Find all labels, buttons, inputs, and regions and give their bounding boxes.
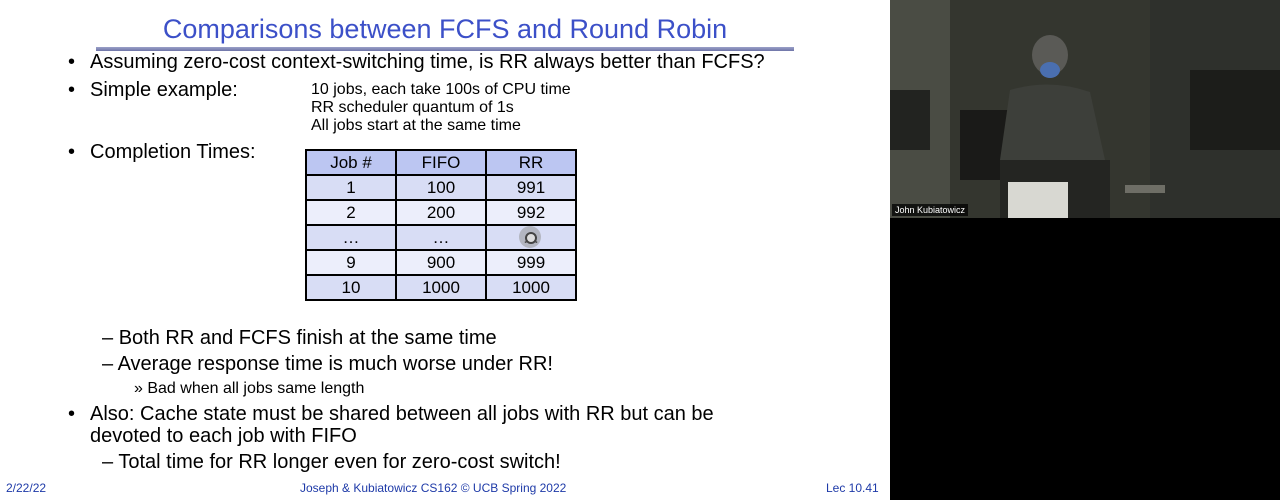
table-cell: 992 <box>485 199 577 226</box>
slide: Comparisons between FCFS and Round Robin… <box>0 0 890 500</box>
completion-times-table: Job # FIFO RR 1 100 991 2 200 992 … … … … <box>305 149 577 301</box>
table-cell: 1 <box>305 174 397 201</box>
table-cell: 2 <box>305 199 397 226</box>
example-line-1: 10 jobs, each take 100s of CPU time <box>311 81 571 98</box>
table-row: 1 100 991 <box>305 174 577 201</box>
table-row: 9 900 999 <box>305 249 577 276</box>
bullet-text: Also: Cache state must be shared between… <box>90 403 714 425</box>
dash-icon: – <box>102 353 118 375</box>
table-cell: … <box>305 224 397 251</box>
sub-bullet-same-length: » Bad when all jobs same length <box>134 380 364 398</box>
chevron-icon: » <box>134 380 148 397</box>
table-cell: 1000 <box>395 274 487 301</box>
table-cell: 999 <box>485 249 577 276</box>
title-underline <box>96 47 794 51</box>
table-cell: 1000 <box>485 274 577 301</box>
example-line-2: RR scheduler quantum of 1s <box>311 99 514 116</box>
speaker-video-scene <box>890 0 1280 218</box>
bullet-cache-state-cont: devoted to each job with FIFO <box>90 425 357 447</box>
bullet-dot: • <box>68 79 76 101</box>
dash-item-finish: – Both RR and FCFS finish at the same ti… <box>102 327 497 349</box>
table-header-row: Job # FIFO RR <box>305 149 577 176</box>
bullet-cache-state: • Also: Cache state must be shared betwe… <box>68 403 714 425</box>
table-row: 10 1000 1000 <box>305 274 577 301</box>
header-rr: RR <box>485 149 577 176</box>
dash-item-response: – Average response time is much worse un… <box>102 353 553 375</box>
example-line-3: All jobs start at the same time <box>311 117 521 134</box>
laser-pointer-icon <box>519 226 541 248</box>
table-cell: 9 <box>305 249 397 276</box>
bullet-text: Completion Times: <box>90 141 256 163</box>
bullet-zero-cost: • Assuming zero-cost context-switching t… <box>68 51 765 73</box>
footer-lecture: Lec 10.41 <box>826 481 879 495</box>
table-row: 2 200 992 <box>305 199 577 226</box>
bullet-completion-times: • Completion Times: <box>68 141 256 163</box>
slide-title: Comparisons between FCFS and Round Robin <box>162 14 728 44</box>
dash-text: Total time for RR longer even for zero-c… <box>118 451 561 473</box>
table-cell: 100 <box>395 174 487 201</box>
bullet-simple-example: • Simple example: <box>68 79 238 101</box>
dash-icon: – <box>102 451 119 473</box>
speaker-name-label: John Kubiatowicz <box>892 204 969 216</box>
dash-icon: – <box>102 327 119 349</box>
header-fifo: FIFO <box>395 149 487 176</box>
dash-text: Both RR and FCFS finish at the same time <box>118 327 497 349</box>
header-job: Job # <box>305 149 397 176</box>
table-cell: 991 <box>485 174 577 201</box>
bullet-dot: • <box>68 51 76 73</box>
footer-date: 2/22/22 <box>6 481 47 495</box>
bullet-dot: • <box>68 141 76 163</box>
table-cell: … <box>395 224 487 251</box>
sub-bullet-text: Bad when all jobs same length <box>147 380 365 397</box>
bullet-text: Assuming zero-cost context-switching tim… <box>90 51 765 73</box>
table-cell: 10 <box>305 274 397 301</box>
table-cell: 900 <box>395 249 487 276</box>
table-cell: 200 <box>395 199 487 226</box>
bullet-dot: • <box>68 403 76 425</box>
dash-text: Average response time is much worse unde… <box>117 353 553 375</box>
dash-item-total-time: – Total time for RR longer even for zero… <box>102 451 561 473</box>
footer-course: Joseph & Kubiatowicz CS162 © UCB Spring … <box>300 481 567 495</box>
bullet-text: Simple example: <box>90 79 238 101</box>
speaker-video <box>890 0 1280 218</box>
